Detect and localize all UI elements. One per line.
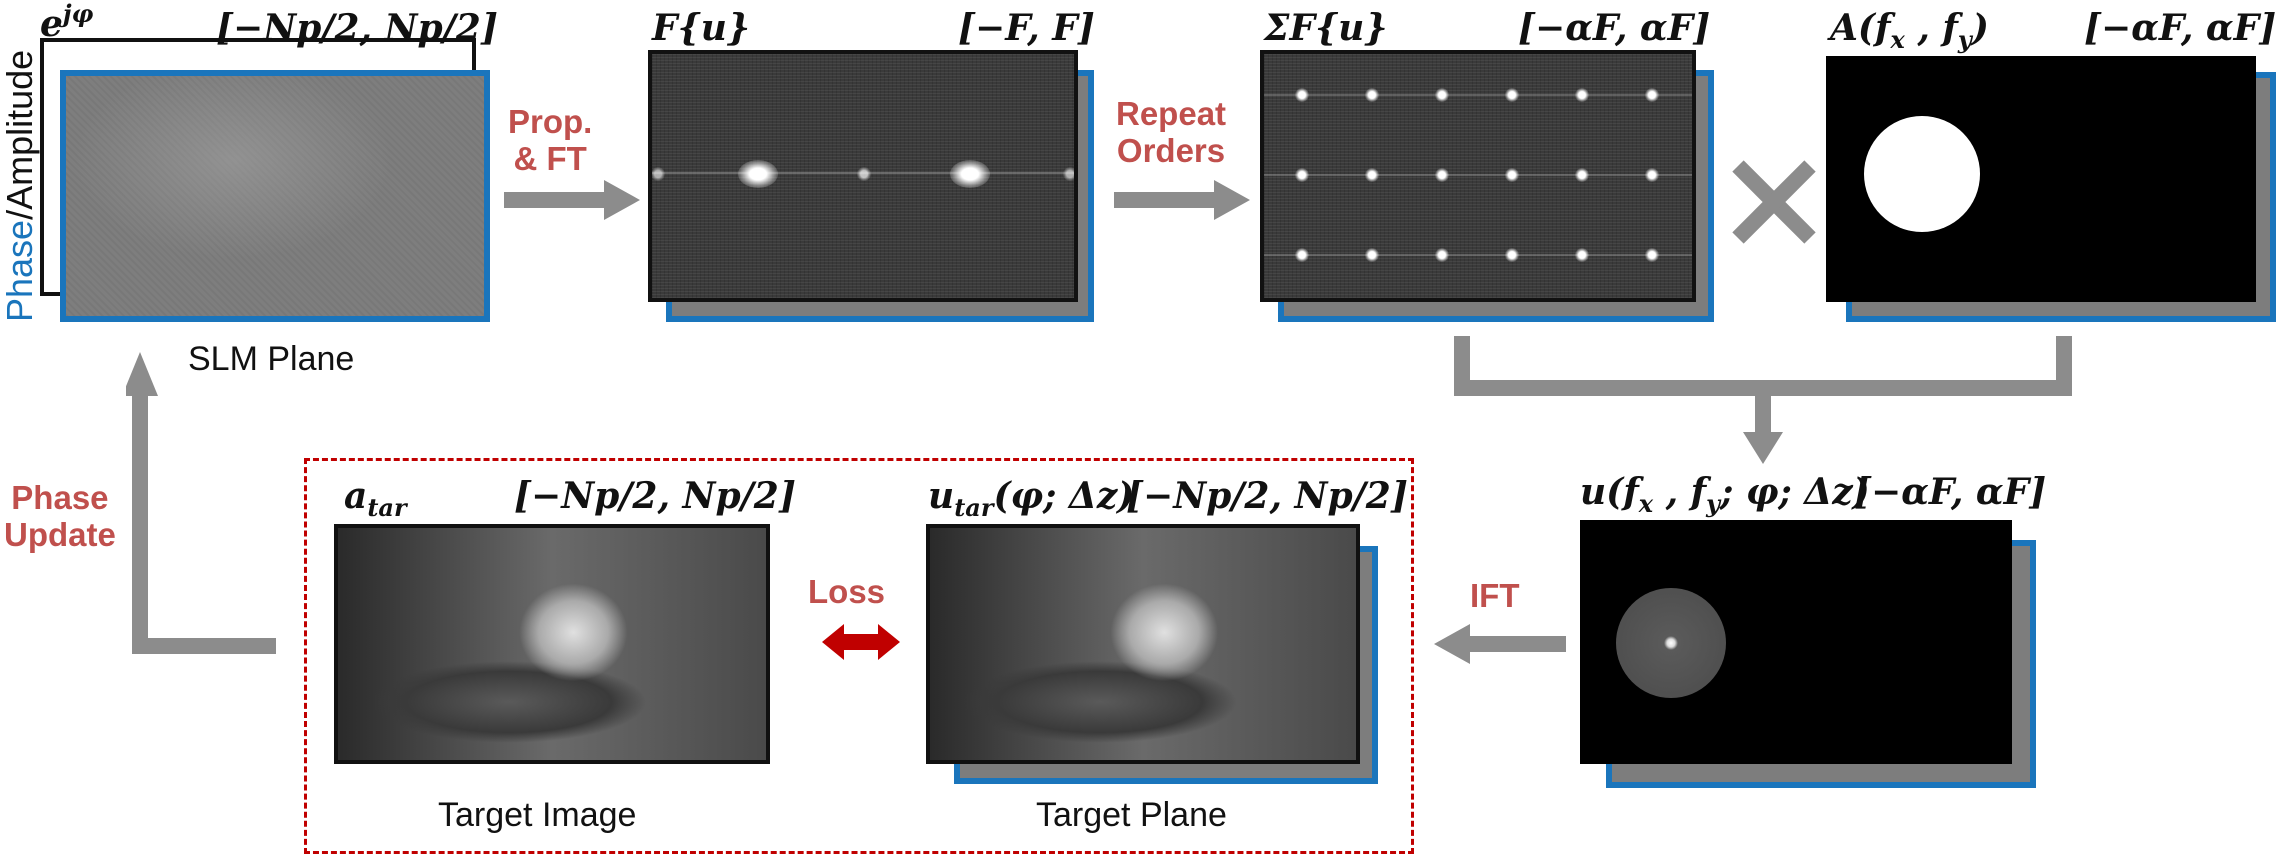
- target-image: [334, 524, 770, 764]
- filtered-circle: [1616, 588, 1726, 698]
- ift-label: IFT: [1470, 577, 1520, 614]
- loss-arrow: [822, 624, 900, 660]
- target-image-math: atar: [344, 475, 407, 523]
- slm-phase-panel: [60, 70, 490, 322]
- repeat-math: ΣF{u}: [1264, 7, 1388, 49]
- prop-ft-label: Prop.& FT: [508, 103, 593, 177]
- spectrum-sidelobe: [1063, 167, 1074, 181]
- amplitude-text: Amplitude: [0, 49, 40, 210]
- slm-vertical-label: Phase/Amplitude: [0, 49, 40, 322]
- aperture-range: [−αF, αF]: [2084, 7, 2277, 49]
- phase-update-arrow: [126, 352, 276, 654]
- aperture-circle: [1864, 116, 1980, 232]
- fourier-spectrum-panel: [648, 50, 1078, 302]
- slash-text: /: [0, 209, 40, 220]
- filtered-range: [−αF, αF]: [1854, 471, 2047, 513]
- phase-text: Phase: [0, 219, 40, 322]
- target-plane-image: [926, 524, 1360, 764]
- slm-phase-math: ejφ: [40, 0, 94, 45]
- fourier-math: F{u}: [652, 7, 751, 49]
- spectrum-peak: [950, 160, 990, 188]
- filtered-spectrum-panel: [1580, 520, 2012, 764]
- spectrum-peak: [738, 160, 778, 188]
- spectrum-sidelobe: [652, 167, 665, 181]
- target-plane-math: utar(φ; Δz): [928, 475, 1135, 523]
- merge-connector: [1454, 336, 2072, 464]
- multiply-icon: [1732, 160, 1816, 244]
- target-image-range: [−Np/2, Np/2]: [514, 475, 796, 517]
- aperture-panel: [1826, 56, 2256, 302]
- repeat-spectrum-panel: [1260, 50, 1696, 302]
- prop-ft-arrow: [504, 180, 640, 220]
- target-plane-range: [−Np/2, Np/2]: [1126, 475, 1408, 517]
- repeat-orders-arrow: [1114, 180, 1250, 220]
- filtered-math: u(fx , fy; φ; Δz): [1580, 471, 1870, 519]
- slm-range: [−Np/2, Np/2]: [216, 7, 498, 49]
- target-plane-caption: Target Plane: [1036, 796, 1227, 834]
- aperture-math: A(fx , fy): [1830, 7, 1989, 55]
- spectrum-sidelobe: [857, 167, 871, 181]
- slm-plane-caption: SLM Plane: [188, 340, 355, 378]
- fourier-range: [−F, F]: [958, 7, 1095, 49]
- target-group-box: [304, 458, 1414, 854]
- loss-label: Loss: [808, 573, 886, 610]
- target-image-caption: Target Image: [438, 796, 637, 834]
- ift-arrow: [1434, 624, 1566, 664]
- repeat-range: [−αF, αF]: [1518, 7, 1711, 49]
